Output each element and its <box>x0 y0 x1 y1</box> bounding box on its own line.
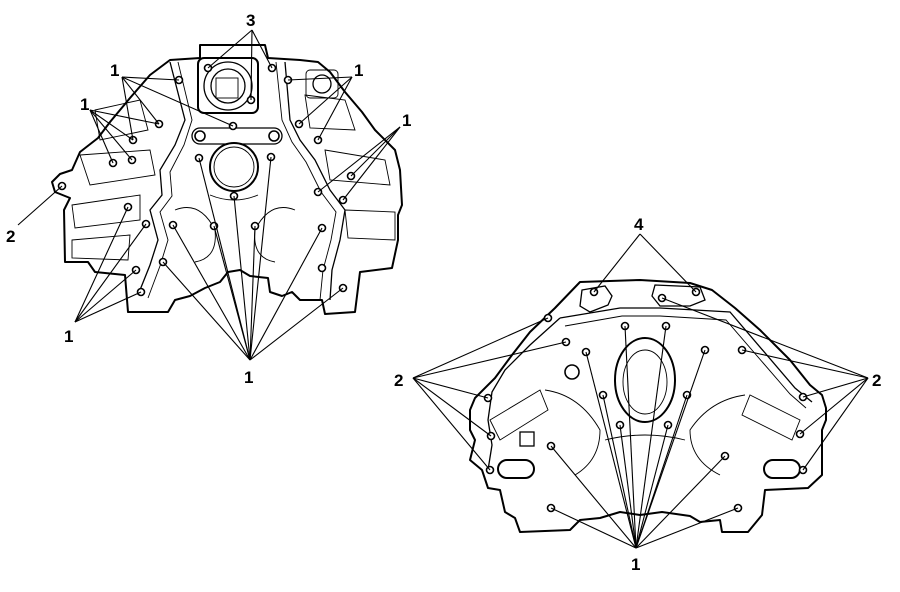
right-label-2-right: 2 <box>872 371 881 390</box>
right-head-rib-2 <box>324 149 391 186</box>
left-label-2-left: 2 <box>6 227 15 246</box>
right-label-4-top: 4 <box>634 215 644 234</box>
left-gasket-strip-right <box>284 61 346 301</box>
left-cam-bar-hole-2 <box>268 130 280 142</box>
left-top-housing-detail <box>215 77 239 99</box>
left-head-rib-1 <box>79 149 156 186</box>
left-leader-lines <box>17 29 401 361</box>
right-label-1-bottom: 1 <box>631 555 640 574</box>
right-boss-circle <box>312 74 332 94</box>
left-label-1-mid-left: 1 <box>80 95 89 114</box>
right-web-left <box>544 389 601 476</box>
right-top-flange <box>579 285 613 313</box>
right-rib-right <box>741 394 801 441</box>
right-rear-main-bore-inner <box>622 349 668 415</box>
left-crank-bore <box>209 142 259 192</box>
right-rib-left <box>489 389 549 441</box>
right-web-right <box>689 394 746 476</box>
right-head-rib-3 <box>344 209 396 241</box>
right-upper-rail <box>559 307 813 403</box>
right-boss <box>305 69 339 99</box>
left-top-housing-ring <box>203 61 253 111</box>
left-crank-bore-inner <box>213 146 255 188</box>
right-left-rail <box>487 317 561 471</box>
right-engine-block: 4 2 2 1 <box>394 215 881 574</box>
bolt-hole <box>317 263 327 273</box>
right-slot-left <box>497 459 535 479</box>
left-label-1-mid-right: 1 <box>402 111 411 130</box>
right-rear-main-bore <box>614 337 676 423</box>
left-head-rib-4 <box>71 234 131 261</box>
left-cam-bar-hole-1 <box>194 130 206 142</box>
right-slot-right <box>763 459 801 479</box>
left-gasket-strip-left <box>137 61 186 296</box>
right-leader-lines <box>412 233 869 549</box>
left-label-1-bottom: 1 <box>244 368 253 387</box>
left-gasket-strip-left-inner <box>147 61 193 299</box>
left-label-1-top-right: 1 <box>354 61 363 80</box>
right-top-flange-2 <box>651 284 706 307</box>
right-oil-port <box>564 364 580 380</box>
right-web-center <box>604 434 686 441</box>
right-left-box <box>519 431 535 447</box>
left-top-housing-inner <box>210 68 246 104</box>
right-upper-rail-inner <box>564 315 807 409</box>
right-label-2-left: 2 <box>394 371 403 390</box>
left-label-1-top-left: 1 <box>110 61 119 80</box>
left-top-housing <box>197 57 259 114</box>
left-head-rib-2 <box>71 194 141 229</box>
left-engine-block: 3 1 1 1 1 2 1 1 <box>6 11 411 387</box>
left-label-3-top: 3 <box>246 11 255 30</box>
left-label-1-bottom-left: 1 <box>64 327 73 346</box>
